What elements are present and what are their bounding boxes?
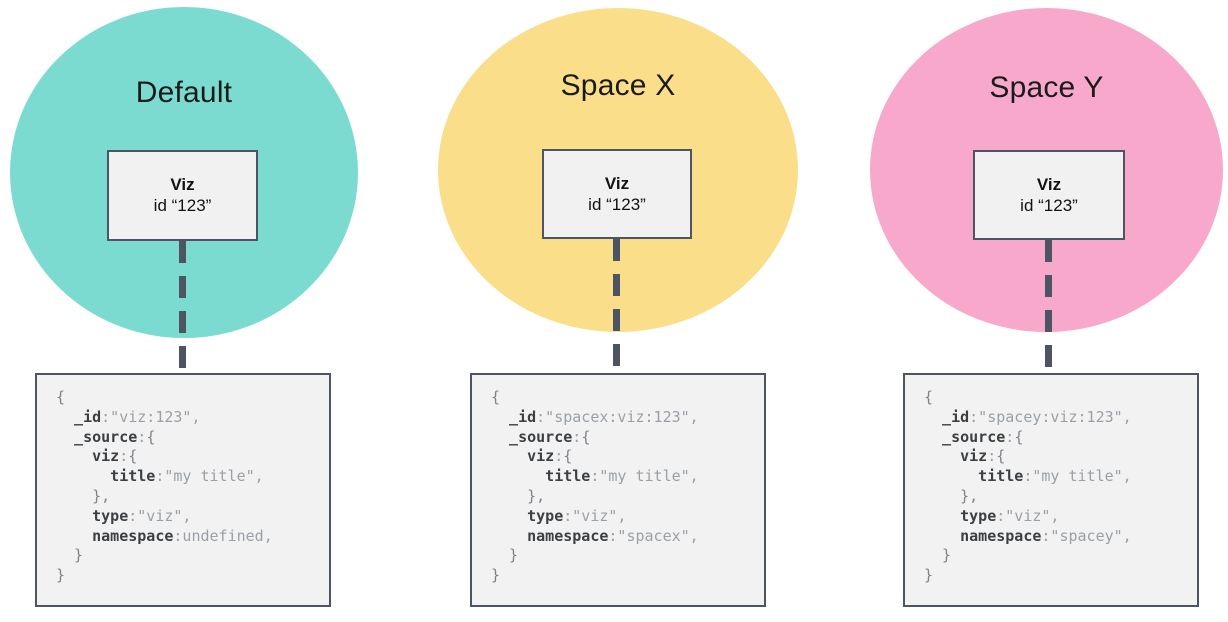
viz-node-default: Viz id “123”: [107, 150, 258, 241]
code-block-spacey: { _id:"spacey:viz:123", _source:{ viz:{ …: [924, 388, 1132, 585]
viz-node-title: Viz: [170, 175, 195, 194]
space-label-default: Default: [135, 76, 233, 109]
code-block-spacex: { _id:"spacex:viz:123", _source:{ viz:{ …: [491, 388, 699, 585]
viz-node-id: id “123”: [588, 194, 646, 214]
viz-node-spacex: Viz id “123”: [542, 149, 692, 239]
saved-object-doc-spacex: { _id:"spacex:viz:123", _source:{ viz:{ …: [470, 373, 766, 607]
dashed-link-line-spacey: [1045, 240, 1052, 374]
space-label-spacey: Space Y: [989, 71, 1104, 104]
saved-object-doc-default: { _id:"viz:123", _source:{ viz:{ title:"…: [35, 373, 331, 607]
viz-node-id: id “123”: [1020, 195, 1078, 215]
viz-node-title: Viz: [604, 173, 630, 193]
saved-object-doc-spacey: { _id:"spacey:viz:123", _source:{ viz:{ …: [903, 373, 1199, 607]
dashed-link-line-spacex: [613, 239, 620, 374]
space-label-spacex: Space X: [560, 69, 676, 102]
viz-node-spacey: Viz id “123”: [973, 150, 1125, 240]
dashed-link-line-default: [179, 241, 186, 374]
viz-node-title: Viz: [1036, 174, 1062, 194]
viz-node-id: id “123”: [153, 196, 212, 215]
code-block-default: { _id:"viz:123", _source:{ viz:{ title:"…: [56, 388, 273, 585]
